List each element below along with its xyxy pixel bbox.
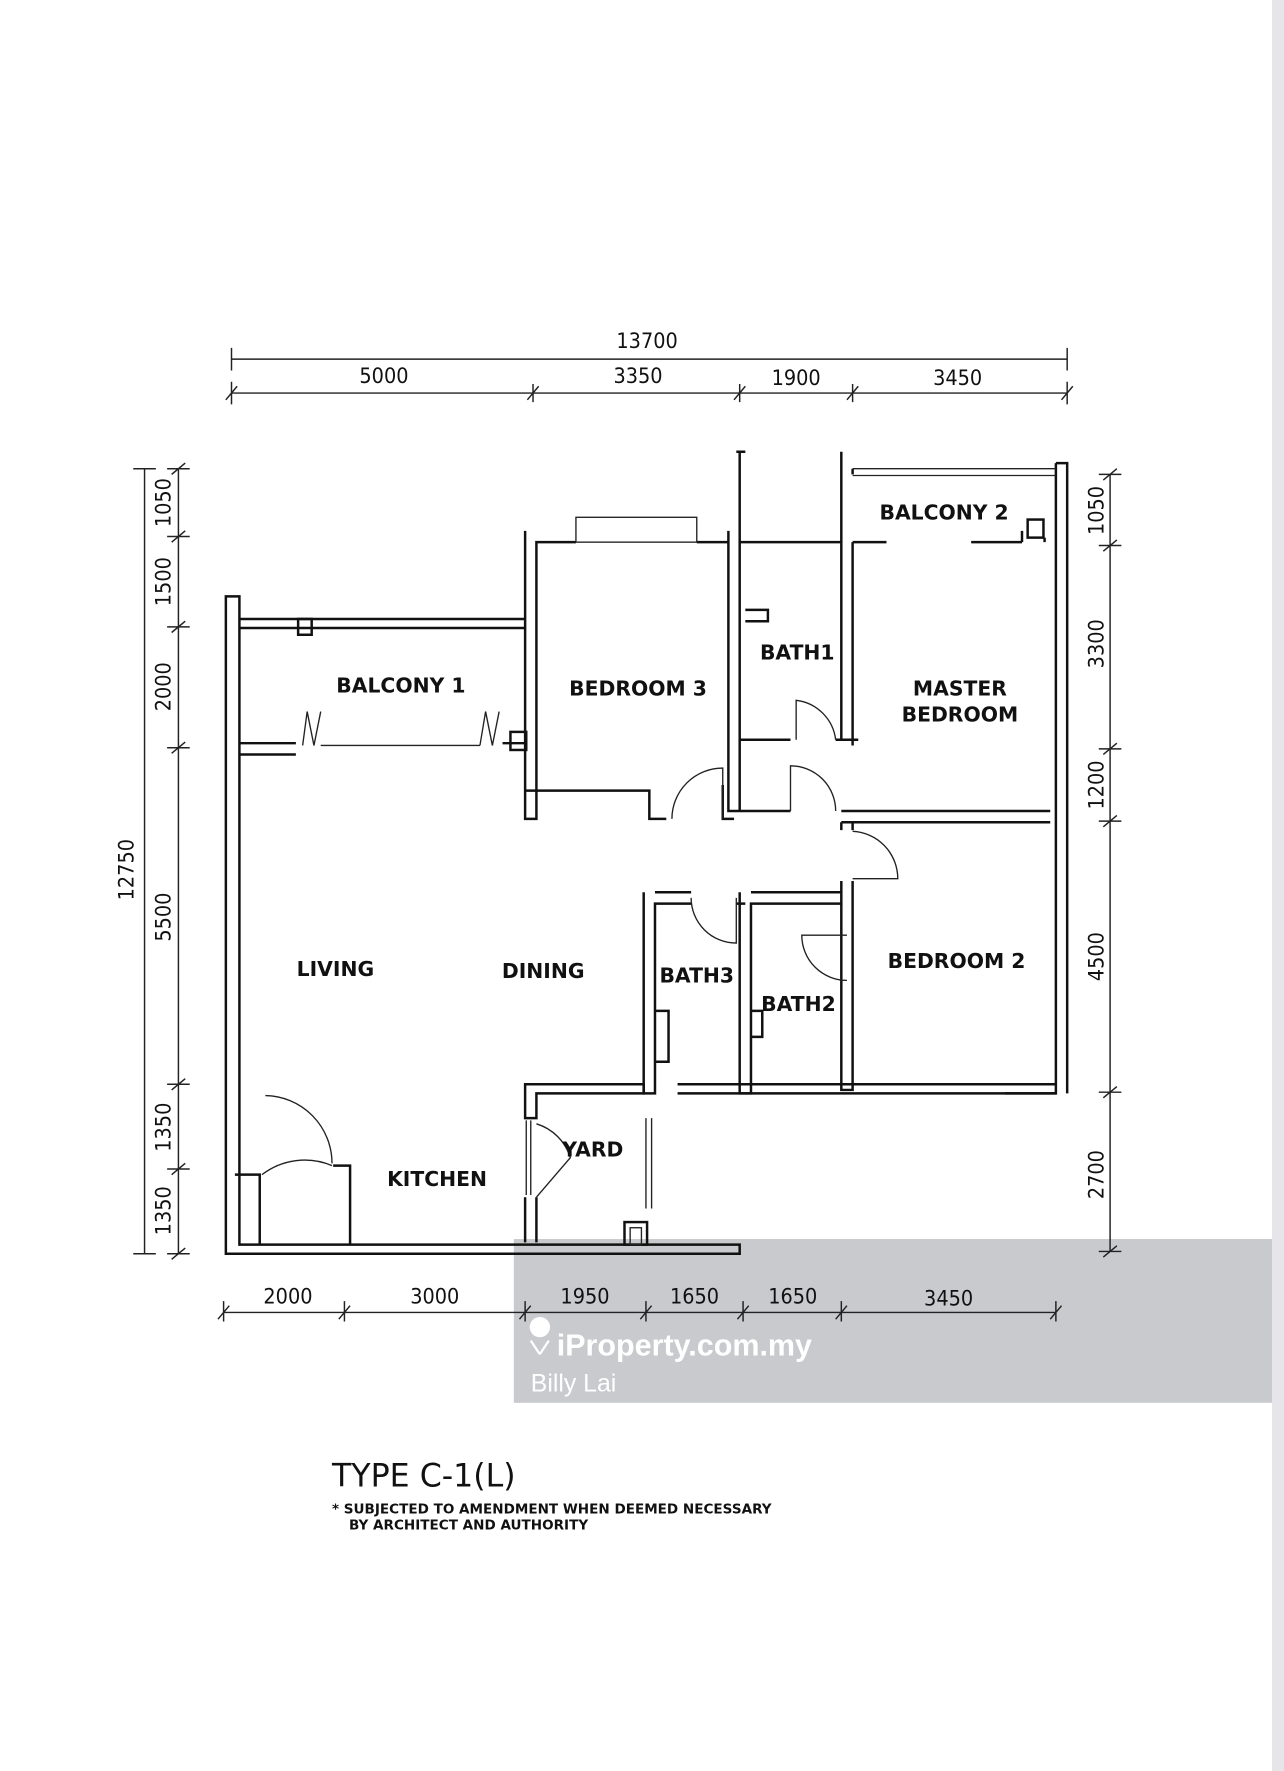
watermark-agent: Billy Lai bbox=[531, 1370, 617, 1397]
room-label-bedroom-2: BEDROOM 2 bbox=[888, 949, 1026, 973]
watermark: iProperty.com.my Billy Lai bbox=[513, 1239, 1284, 1403]
plan-title: TYPE C-1(L) bbox=[331, 1458, 516, 1494]
dim-top-total: 13700 bbox=[616, 329, 677, 354]
plan-note-line-2: BY ARCHITECT AND AUTHORITY bbox=[349, 1517, 588, 1533]
room-label-bedroom-3: BEDROOM 3 bbox=[569, 677, 707, 701]
room-label-bath-2: BATH2 bbox=[761, 992, 836, 1016]
dim-right: 3300 bbox=[1084, 619, 1109, 668]
dim-top: 3350 bbox=[614, 364, 663, 389]
room-label-master: MASTER bbox=[913, 677, 1007, 701]
top-dimensions: 13700 5000 3350 1900 3450 bbox=[225, 329, 1074, 405]
dim-right: 1050 bbox=[1084, 486, 1109, 535]
right-dimensions: 1050 3300 1200 4500 2700 bbox=[1084, 468, 1122, 1258]
room-label-bath-1: BATH1 bbox=[760, 641, 835, 665]
room-label-bath-3: BATH3 bbox=[659, 964, 734, 988]
watermark-brand: iProperty.com.my bbox=[557, 1328, 812, 1362]
room-label-master-bedroom: BEDROOM bbox=[902, 703, 1019, 727]
room-label-balcony-1: BALCONY 1 bbox=[336, 673, 465, 697]
location-pin-icon bbox=[529, 1317, 550, 1355]
left-dimensions: 12750 1050 1500 2000 5500 1350 1350 bbox=[114, 462, 190, 1260]
dim-bottom: 3450 bbox=[924, 1287, 973, 1312]
dim-right: 1200 bbox=[1084, 760, 1109, 809]
dim-left: 2000 bbox=[152, 662, 177, 711]
walls bbox=[224, 450, 1069, 1255]
room-label-yard: YARD bbox=[561, 1138, 623, 1162]
dim-bottom: 3000 bbox=[410, 1284, 459, 1309]
dim-top: 5000 bbox=[359, 364, 408, 389]
room-labels: BALCONY 1 BALCONY 2 BEDROOM 3 BATH1 MAST… bbox=[297, 501, 1026, 1191]
dim-bottom: 1650 bbox=[768, 1284, 817, 1309]
dim-left: 1500 bbox=[152, 557, 177, 606]
dim-left-total: 12750 bbox=[114, 839, 139, 900]
dim-right: 4500 bbox=[1084, 932, 1109, 981]
page-edge bbox=[1272, 0, 1284, 1771]
room-label-balcony-2: BALCONY 2 bbox=[879, 501, 1008, 525]
dim-bottom: 1650 bbox=[670, 1284, 719, 1309]
dim-top: 1900 bbox=[772, 366, 821, 391]
dim-left: 5500 bbox=[152, 893, 177, 942]
dim-bottom: 1950 bbox=[560, 1284, 609, 1309]
watermark-band bbox=[513, 1239, 1284, 1403]
dim-left: 1050 bbox=[152, 478, 177, 527]
bottom-dimensions: 2000 3000 1950 1650 1650 3450 bbox=[217, 1284, 1063, 1322]
dim-left: 1350 bbox=[152, 1103, 177, 1152]
dim-right: 2700 bbox=[1084, 1150, 1109, 1199]
room-label-dining: DINING bbox=[502, 959, 585, 983]
room-label-kitchen: KITCHEN bbox=[387, 1167, 487, 1191]
plan-note-line-1: * SUBJECTED TO AMENDMENT WHEN DEEMED NEC… bbox=[332, 1501, 772, 1517]
room-label-living: LIVING bbox=[297, 957, 374, 981]
dim-top: 3450 bbox=[933, 366, 982, 391]
dim-bottom: 2000 bbox=[263, 1284, 312, 1309]
dim-left: 1350 bbox=[152, 1186, 177, 1235]
